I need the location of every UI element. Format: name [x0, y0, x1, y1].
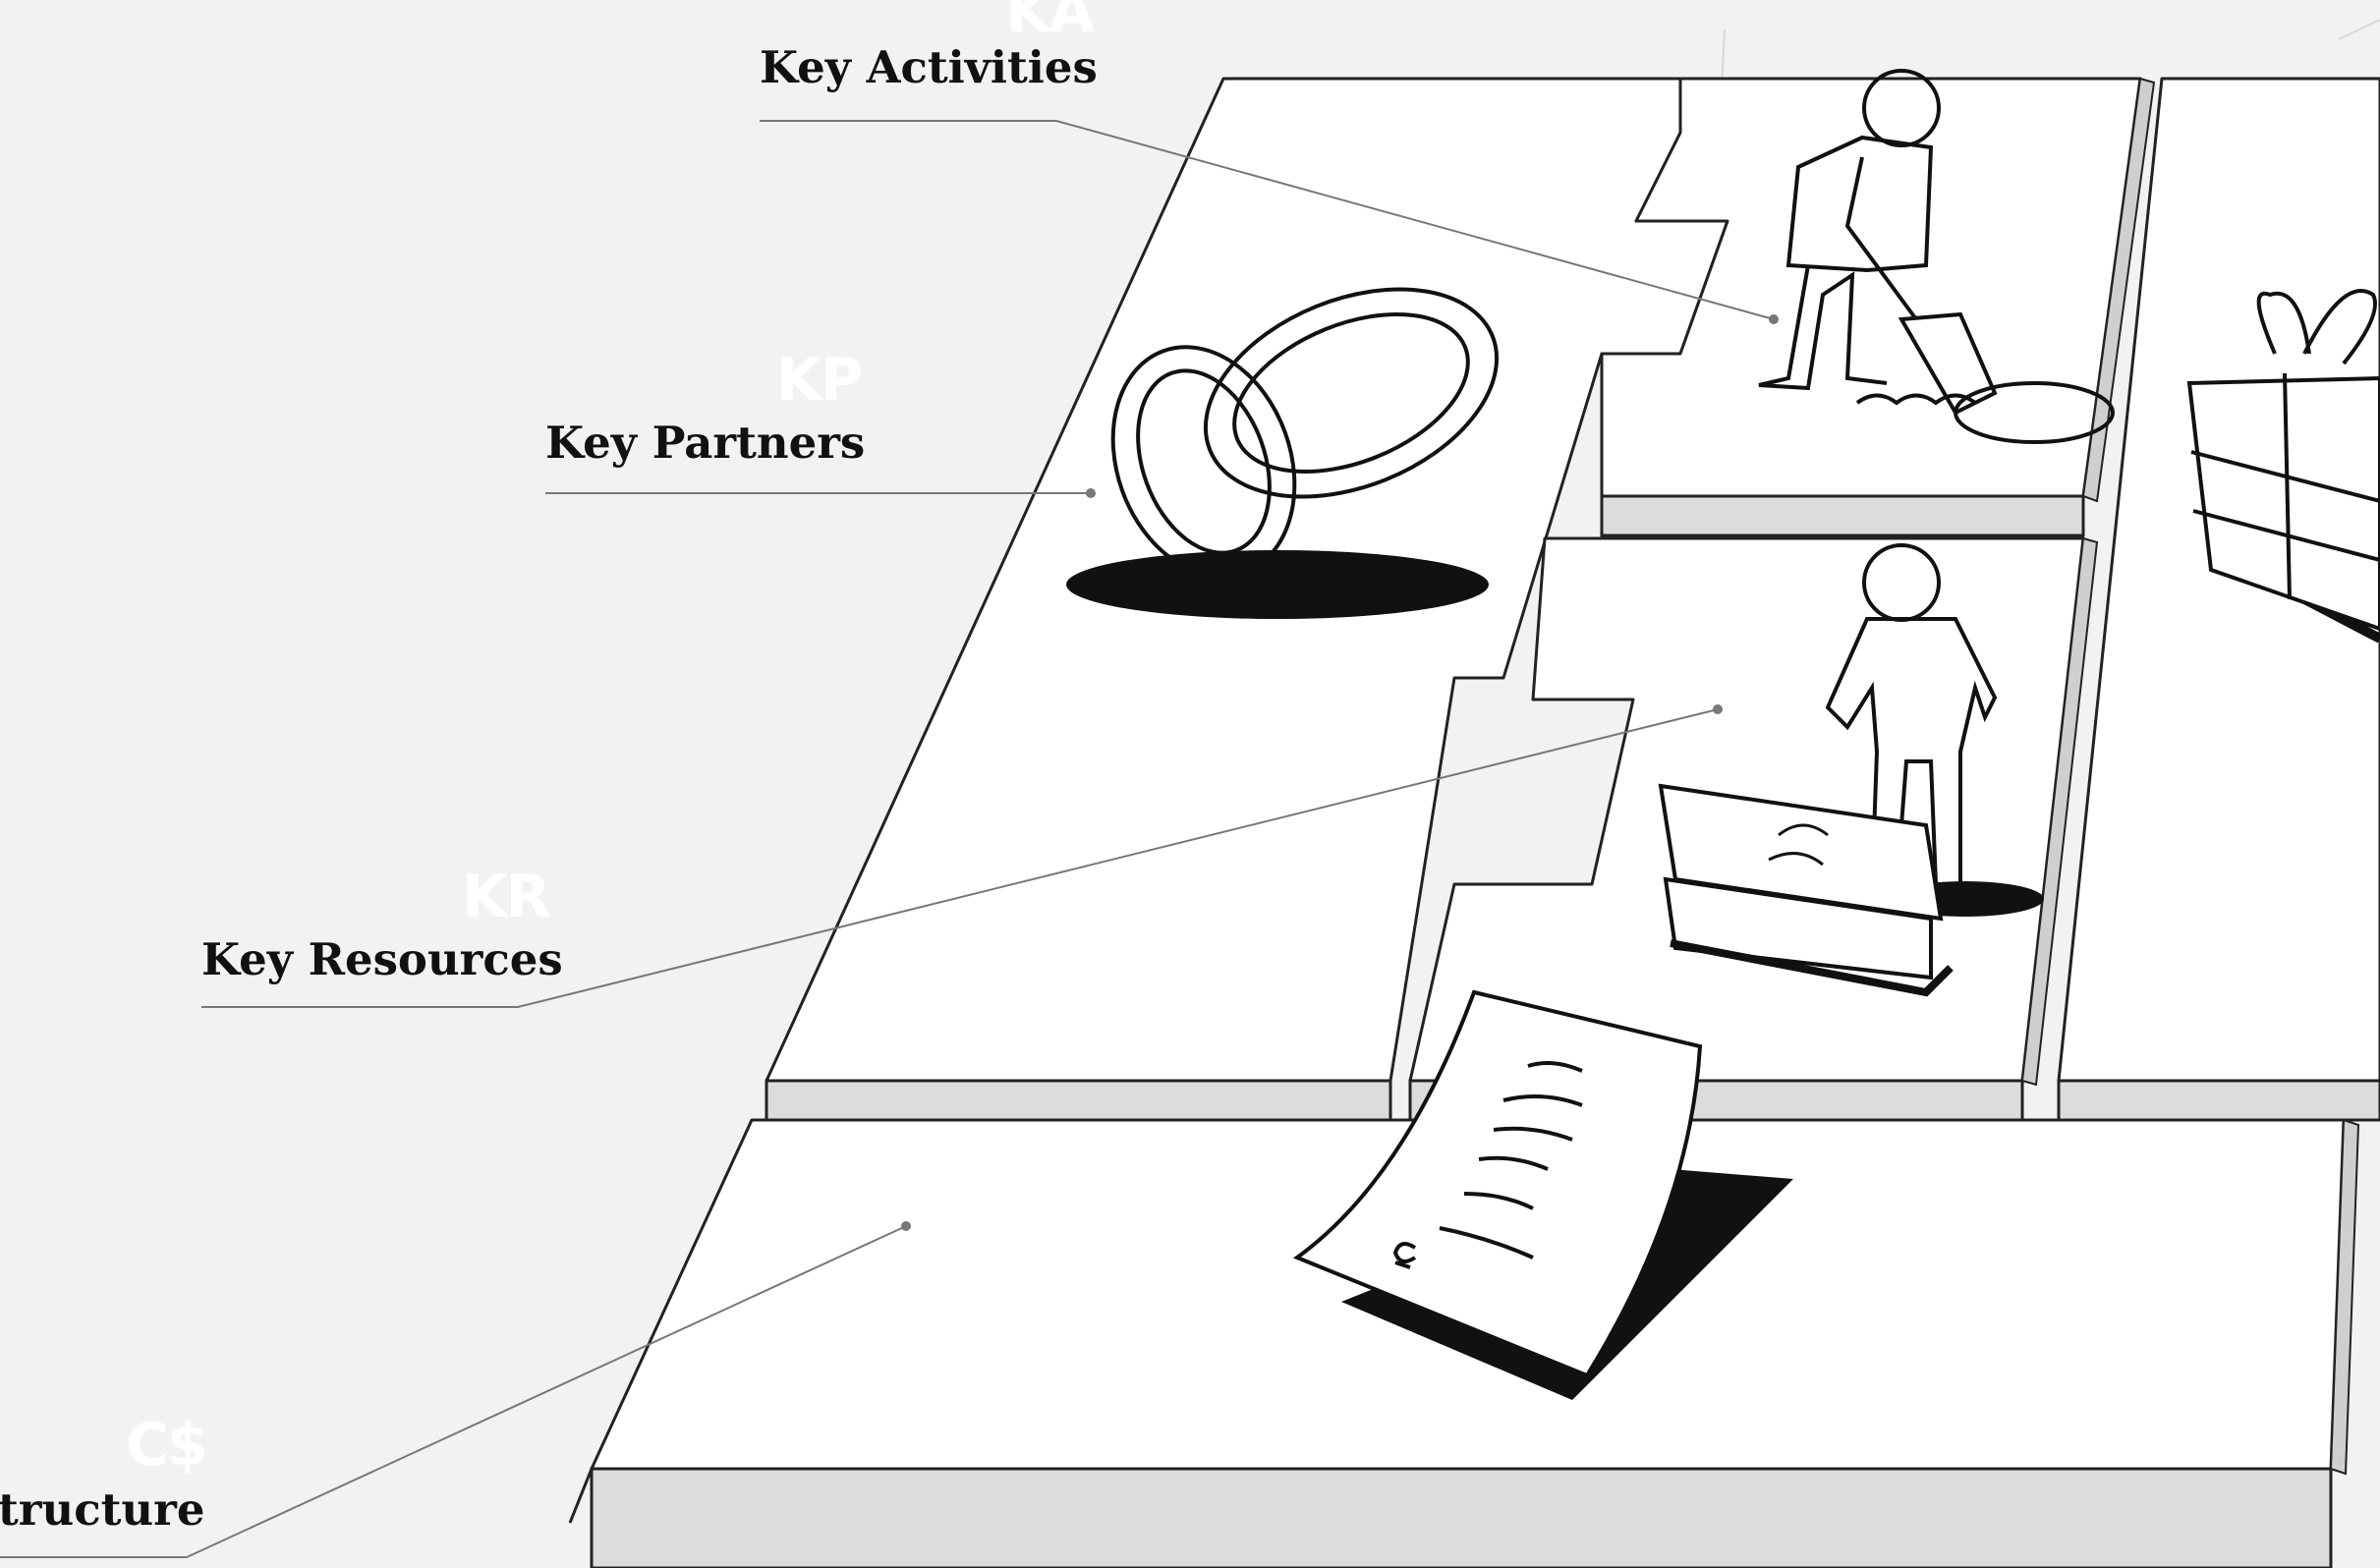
leader-lines: [0, 120, 1779, 1558]
cost-structure-leader-dot: [901, 1221, 911, 1231]
value-propositions-block: [2057, 77, 2380, 1122]
key-partners-label: Key Partners: [545, 417, 866, 469]
key-resources-abbr: KR: [462, 863, 551, 931]
key-resources-label: Key Resources: [201, 933, 563, 985]
cost-structure-label: tructure: [0, 1484, 205, 1536]
key-partners-leader-dot: [1086, 488, 1096, 498]
person-with-bricks-icon: [1658, 543, 2044, 997]
key-resources-leader: [201, 708, 1719, 1008]
key-activities-abbr: KA: [1005, 0, 1095, 46]
key-activities-leader: [760, 120, 1775, 320]
digging-person-icon: [1758, 69, 2115, 444]
key-activities-label: Key Activities: [760, 41, 1098, 93]
cost-structure-leader: [0, 1225, 907, 1558]
rings-icon: [1066, 287, 1500, 619]
gift-box-icon: [2186, 289, 2380, 644]
invoice-icon: [1292, 989, 1793, 1400]
key-activities-leader-dot: [1769, 314, 1779, 324]
key-partners-abbr: KP: [776, 346, 863, 415]
key-resources-leader-dot: [1713, 704, 1723, 714]
cost-structure-abbr: C$: [126, 1411, 208, 1480]
